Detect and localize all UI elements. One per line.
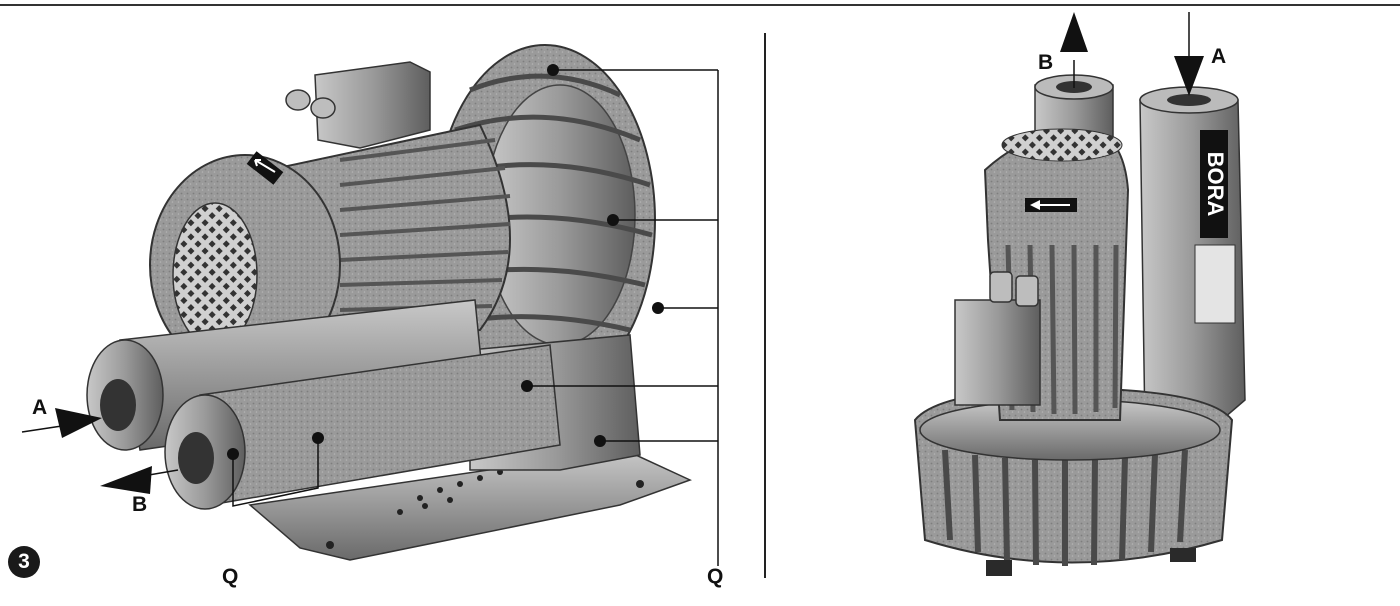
brand-plate xyxy=(1200,130,1228,238)
rating-plate xyxy=(1194,244,1236,324)
right-blower-illustration: BORA xyxy=(913,12,1246,576)
terminal-box xyxy=(314,61,431,149)
brand-label: BORA xyxy=(1203,152,1228,217)
left-outlet-label-b: B xyxy=(132,493,148,516)
cable-glands-right xyxy=(989,271,1039,307)
right-inlet-label-a: A xyxy=(1211,45,1227,68)
left-inlet-label-a: A xyxy=(32,396,48,419)
rear-port-thread xyxy=(100,379,136,431)
inlet-arrow-a xyxy=(21,408,102,438)
feet xyxy=(986,548,1196,576)
left-blower-illustration xyxy=(21,44,719,566)
base-housing-fins xyxy=(942,449,1188,566)
right-outlet-label-b: B xyxy=(1038,51,1054,74)
top-rule xyxy=(0,4,1400,6)
motor-top-grille xyxy=(1001,128,1123,162)
inlet-arrow-a-right xyxy=(1174,12,1204,96)
terminal-box-right xyxy=(954,299,1041,406)
front-port-thread xyxy=(178,432,214,484)
q-label-right: Q xyxy=(707,565,724,588)
outlet-arrow-b-right xyxy=(1060,12,1088,88)
q-label-bottom: Q xyxy=(222,565,239,588)
figure-number-badge: 3 xyxy=(8,546,40,578)
q-callout-lines xyxy=(232,69,719,566)
view-divider xyxy=(764,33,766,578)
cable-glands xyxy=(285,89,336,119)
q-callout-dots xyxy=(227,64,664,460)
outlet-arrow-b xyxy=(100,466,179,494)
